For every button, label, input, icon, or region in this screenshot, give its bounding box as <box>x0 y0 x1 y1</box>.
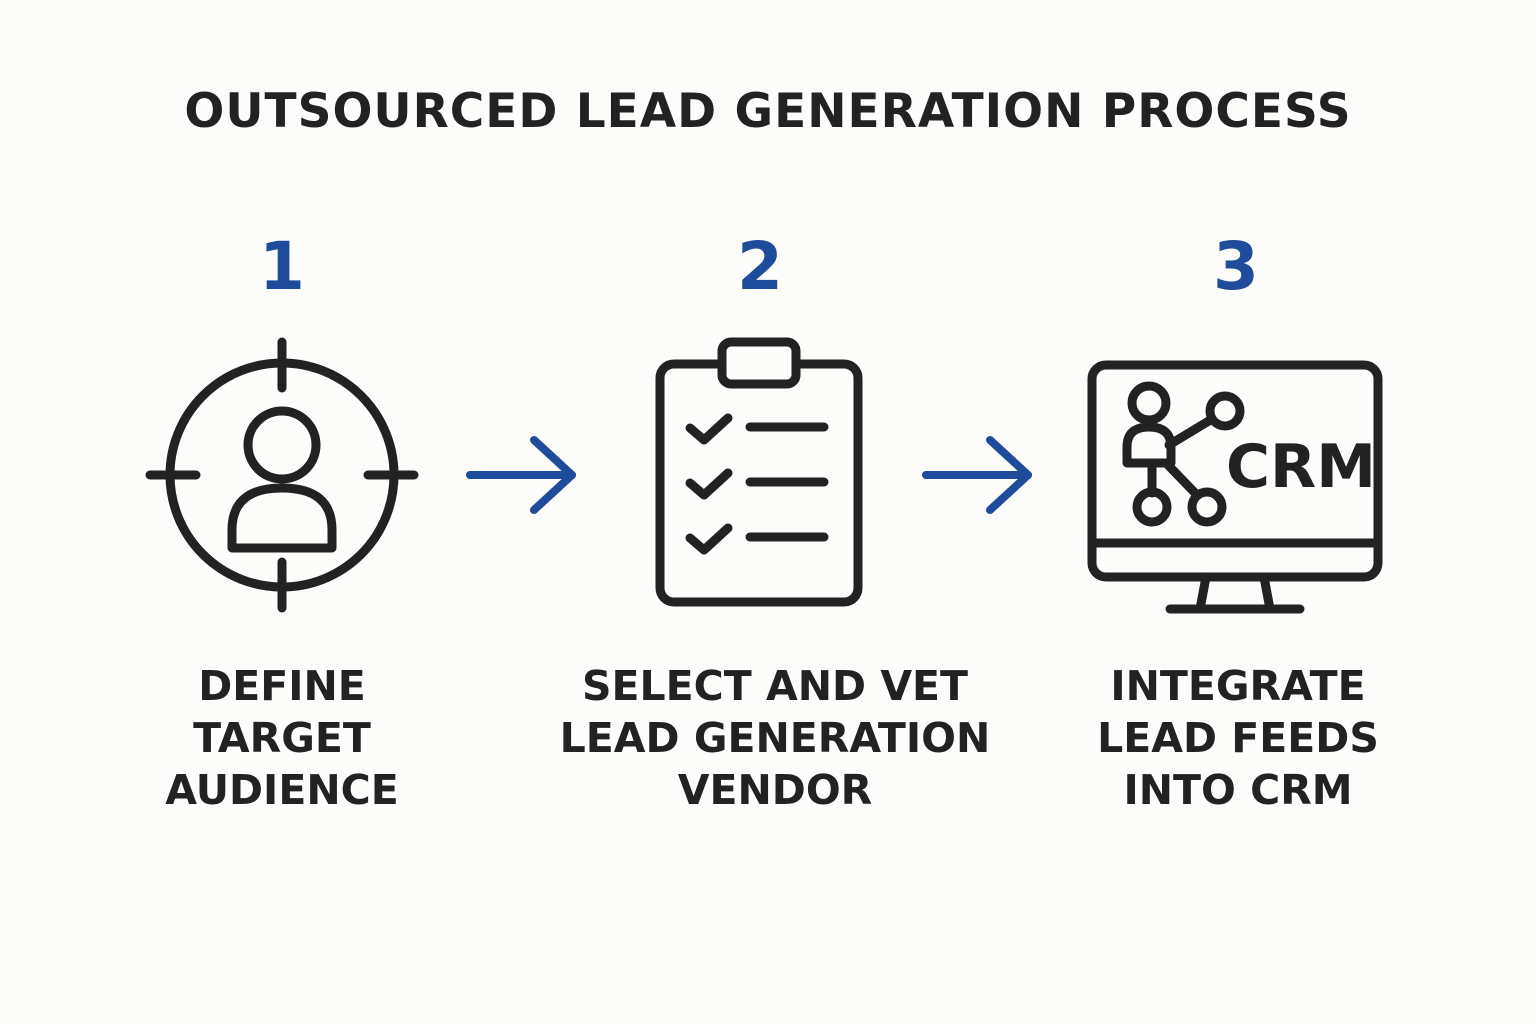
clipboard-checklist-icon <box>655 337 863 607</box>
step-2-label-line: VENDOR <box>677 766 873 814</box>
crm-icon-text: CRM <box>1226 432 1376 502</box>
step-2-label-line: SELECT AND VET <box>581 662 969 710</box>
step-1-label: DEFINE TARGET AUDIENCE <box>42 660 522 816</box>
arrow-right-icon <box>922 436 1032 514</box>
step-2-label-line: LEAD GENERATION <box>559 714 991 762</box>
step-1-label-line: AUDIENCE <box>165 766 399 814</box>
step-2-label: SELECT AND VET LEAD GENERATION VENDOR <box>535 660 1015 816</box>
step-3-label: INTEGRATE LEAD FEEDS INTO CRM <box>998 660 1478 816</box>
step-3-label-line: LEAD FEEDS <box>1097 714 1379 762</box>
step-3-number: 3 <box>1213 228 1259 305</box>
step-1-number: 1 <box>259 228 305 305</box>
target-user-icon <box>145 337 419 613</box>
step-3-label-line: INTEGRATE <box>1110 662 1366 710</box>
step-1-label-line: TARGET <box>193 714 371 762</box>
step-2-number: 2 <box>737 228 783 305</box>
step-1-label-line: DEFINE <box>198 662 366 710</box>
crm-monitor-icon <box>1087 360 1383 614</box>
diagram-title: OUTSOURCED LEAD GENERATION PROCESS <box>184 84 1352 139</box>
step-3-label-line: INTO CRM <box>1123 766 1353 814</box>
arrow-right-icon <box>466 436 576 514</box>
